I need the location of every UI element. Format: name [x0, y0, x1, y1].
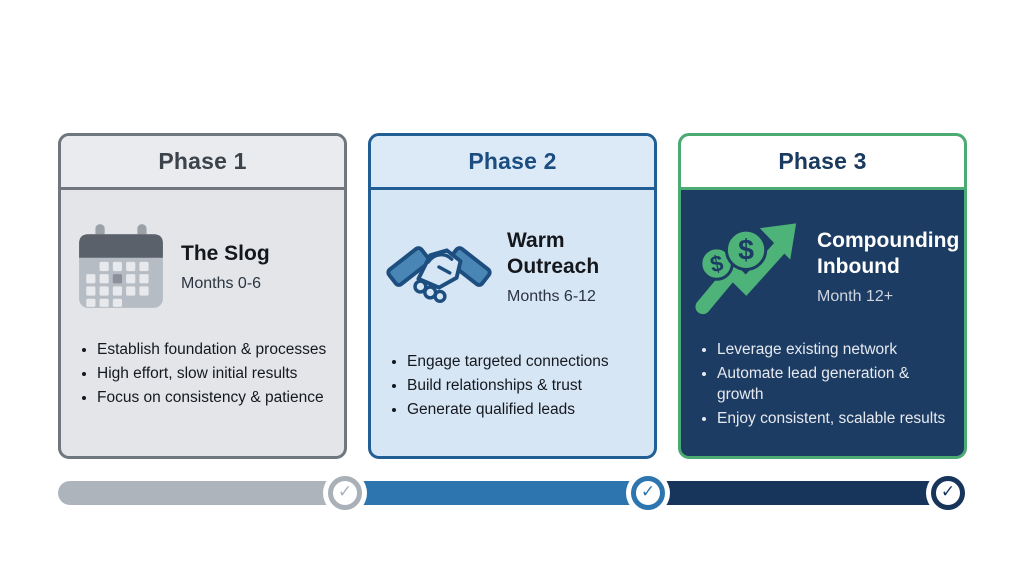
phase-3-subtitle: Month 12+ — [817, 287, 894, 305]
checkmark-glyph: ✓ — [337, 481, 353, 502]
progress-segment-2 — [345, 481, 648, 505]
phase-3-header: Phase 3 — [681, 136, 964, 190]
phase-2-bullet-3: Generate qualified leads — [407, 400, 638, 421]
phase-3-card: Phase 3 $ $ Co — [678, 133, 967, 459]
phase-1-card: Phase 1 — [58, 133, 347, 459]
phase-1-header: Phase 1 — [61, 136, 344, 190]
phase-2-header: Phase 2 — [371, 136, 654, 190]
phase-2-check-icon: ✓ — [631, 476, 665, 510]
phase-1-body: The Slog Months 0-6 Establish foundation… — [61, 190, 344, 456]
phase-3-intro: $ $ Compounding Inbound Month 12+ — [695, 200, 960, 334]
phase-2-bullet-2: Build relationships & trust — [407, 376, 638, 397]
phase-2-subtitle: Months 6-12 — [507, 287, 596, 305]
phase-2-intro: Warm Outreach Months 6-12 — [385, 200, 638, 334]
phase-3-header-label: Phase 3 — [778, 148, 867, 174]
phase-1-titles: The Slog Months 0-6 — [181, 241, 328, 293]
phase-2-titles: Warm Outreach Months 6-12 — [507, 228, 638, 305]
phase-1-bullet-2: High effort, slow initial results — [97, 364, 328, 385]
phase-1-title: The Slog — [181, 241, 270, 265]
phase-3-bullet-2: Automate lead generation & growth — [717, 364, 948, 406]
phase-2-bullet-1: Engage targeted connections — [407, 352, 638, 373]
progress-segment-3 — [648, 481, 962, 505]
phase-1-subtitle: Months 0-6 — [181, 275, 262, 293]
phase-3-titles: Compounding Inbound Month 12+ — [817, 228, 960, 305]
phase-2-title: Warm Outreach — [507, 229, 600, 278]
checkmark-glyph: ✓ — [940, 481, 956, 502]
handshake-icon — [385, 222, 493, 312]
phase-3-check-icon: ✓ — [931, 476, 965, 510]
phase-3-bullet-list: Leverage existing network Automate lead … — [695, 340, 948, 433]
phase-2-bullet-list: Engage targeted connections Build relati… — [385, 352, 638, 424]
phase-1-bullet-1: Establish foundation & processes — [97, 340, 328, 361]
progress-segment-1 — [58, 481, 345, 505]
phase-3-body: $ $ Compounding Inbound Month 12+ Levera… — [681, 190, 964, 456]
growth-dollar-icon: $ $ — [695, 220, 803, 315]
phase-2-body: Warm Outreach Months 6-12 Engage targete… — [371, 190, 654, 456]
phase-1-check-icon: ✓ — [328, 476, 362, 510]
phase-1-header-label: Phase 1 — [158, 148, 247, 174]
checkmark-glyph: ✓ — [640, 481, 656, 502]
phase-1-bullet-list: Establish foundation & processes High ef… — [75, 340, 328, 412]
phase-1-bullet-3: Focus on consistency & patience — [97, 388, 328, 409]
phase-1-intro: The Slog Months 0-6 — [75, 200, 328, 334]
svg-text:$: $ — [708, 250, 726, 277]
svg-text:$: $ — [738, 234, 754, 266]
phase-3-bullet-3: Enjoy consistent, scalable results — [717, 409, 948, 430]
calendar-icon — [75, 221, 167, 313]
phase-2-header-label: Phase 2 — [468, 148, 557, 174]
phase-2-card: Phase 2 — [368, 133, 657, 459]
phase-3-bullet-1: Leverage existing network — [717, 340, 948, 361]
phase-3-title: Compounding Inbound — [817, 229, 960, 278]
